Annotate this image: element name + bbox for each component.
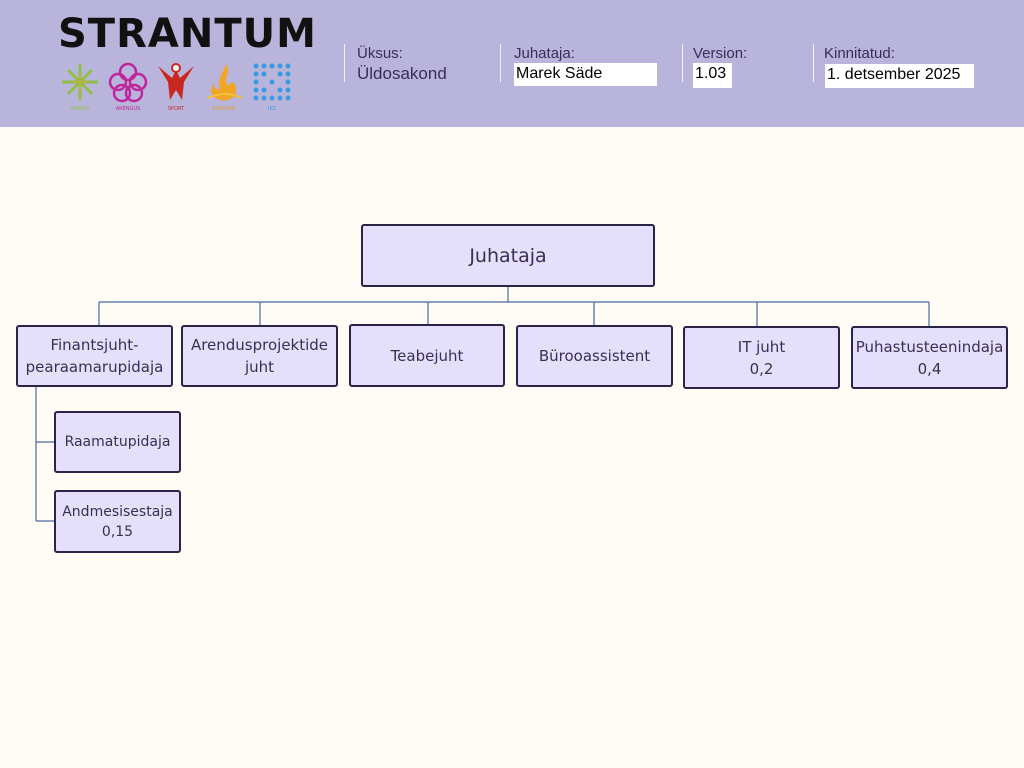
separator bbox=[344, 44, 345, 82]
org-node-records[interactable]: Teabejuht bbox=[349, 324, 505, 387]
approved-label: Kinnitatud: bbox=[824, 45, 895, 62]
version-label: Version: bbox=[693, 45, 748, 62]
unit-value: Üldosakond bbox=[357, 64, 447, 83]
org-node-cleaning[interactable]: Puhastusteenindaja 0,4 bbox=[851, 326, 1008, 389]
org-node-data-entry[interactable]: Andmesisestaja 0,15 bbox=[54, 490, 181, 553]
blue-dots-icon: IKS bbox=[250, 60, 294, 116]
logo-caption: KULTUUR bbox=[212, 106, 236, 112]
green-cross-icon: VAIMUS bbox=[58, 60, 102, 116]
logo-row: VAIMUS ARENGUS SPORT KU bbox=[58, 60, 291, 116]
manager-field[interactable]: Marek Säde bbox=[514, 63, 657, 86]
manager-label: Juhataja: bbox=[514, 45, 575, 62]
version-field[interactable]: 1.03 bbox=[693, 63, 732, 88]
separator bbox=[813, 44, 814, 82]
separator bbox=[500, 44, 501, 82]
unit-label: Üksus: bbox=[357, 45, 403, 62]
brand-wordmark: STRANTUM bbox=[58, 11, 317, 57]
org-node-root[interactable]: Juhataja bbox=[361, 224, 655, 287]
org-node-it[interactable]: IT juht 0,2 bbox=[683, 326, 840, 389]
org-node-accountant[interactable]: Raamatupidaja bbox=[54, 411, 181, 473]
logo-caption: SPORT bbox=[167, 106, 185, 112]
logo-caption: ARENGUS bbox=[115, 106, 141, 112]
org-node-projects[interactable]: Arendusprojektide juht bbox=[181, 325, 338, 387]
red-figure-icon: SPORT bbox=[154, 60, 198, 116]
magenta-flower-icon: ARENGUS bbox=[106, 60, 150, 116]
approved-field[interactable]: 1. detsember 2025 bbox=[825, 64, 974, 88]
org-node-finance[interactable]: Finantsjuht- pearaamarupidaja bbox=[16, 325, 173, 387]
logo-caption: VAIMUS bbox=[70, 106, 90, 112]
logo-caption: IKS bbox=[268, 106, 276, 112]
org-node-office-assistant[interactable]: Bürooassistent bbox=[516, 325, 673, 387]
orange-flame-icon: KULTUUR bbox=[202, 60, 246, 116]
separator bbox=[682, 44, 683, 82]
header-band: STRANTUM VAIMUS ARENGUS bbox=[0, 0, 1024, 127]
